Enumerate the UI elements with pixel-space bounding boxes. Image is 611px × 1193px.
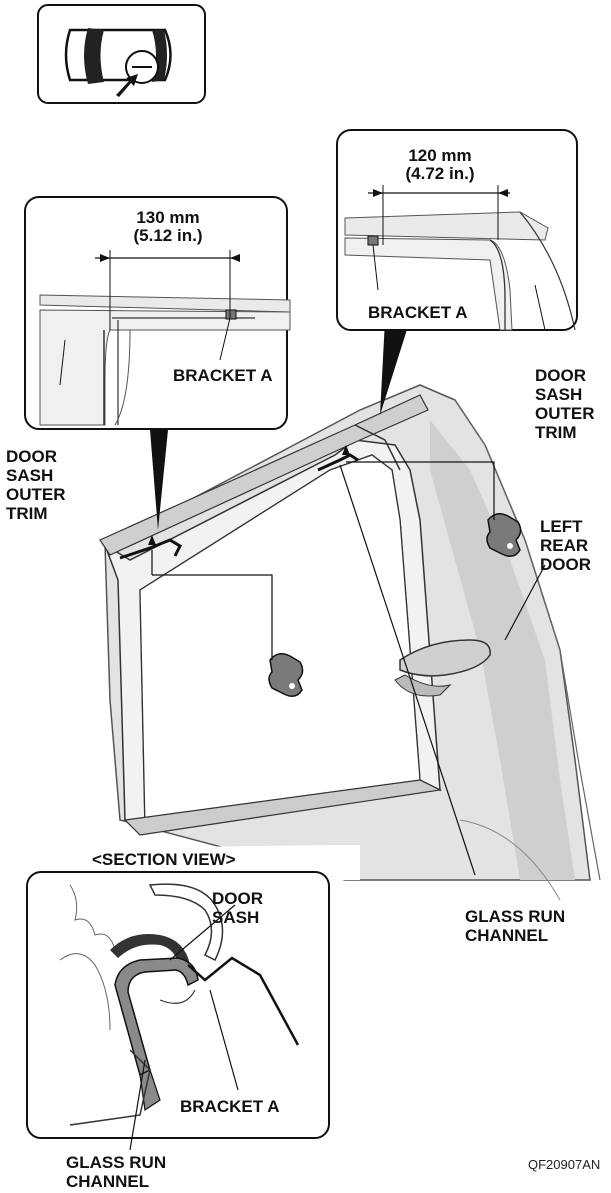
section-glass-run-channel-label: GLASS RUN CHANNEL xyxy=(66,1153,167,1191)
left-rear-door xyxy=(99,384,601,901)
glass-run-leader xyxy=(339,464,476,876)
door-sash-outer-trim-label-left: DOOR SASH OUTER TRIM xyxy=(6,447,66,523)
bracket-a-part-front xyxy=(152,574,304,697)
section-view-title: <SECTION VIEW> xyxy=(92,850,236,869)
inset-left-box xyxy=(24,196,291,530)
left-rear-door-label: LEFT REAR DOOR xyxy=(540,517,591,574)
vehicle-location-icon xyxy=(37,4,206,104)
dimension-130mm: 130 mm xyxy=(136,208,200,227)
dimension-5-12in: (5.12 in.) xyxy=(133,226,203,245)
section-door-sash-label: DOOR SASH xyxy=(212,889,263,927)
dimension-120mm: 120 mm xyxy=(408,146,472,165)
bracket-a-label-right: BRACKET A xyxy=(368,303,468,322)
bracket-a-part-rear xyxy=(346,461,522,557)
door-leader xyxy=(504,564,546,641)
bracket-a-rear xyxy=(317,445,359,472)
glass-run-channel-label: GLASS RUN CHANNEL xyxy=(465,907,566,945)
inset-right-box xyxy=(336,129,578,415)
bracket-a-front xyxy=(119,535,182,575)
door-sash-outer-trim-label-right: DOOR SASH OUTER TRIM xyxy=(535,366,595,442)
section-view xyxy=(26,845,360,1151)
bracket-a-label-left: BRACKET A xyxy=(173,366,273,385)
figure-code: QF20907AN xyxy=(528,1157,601,1172)
section-bracket-a-label: BRACKET A xyxy=(180,1097,280,1116)
dimension-4-72in: (4.72 in.) xyxy=(405,164,475,183)
